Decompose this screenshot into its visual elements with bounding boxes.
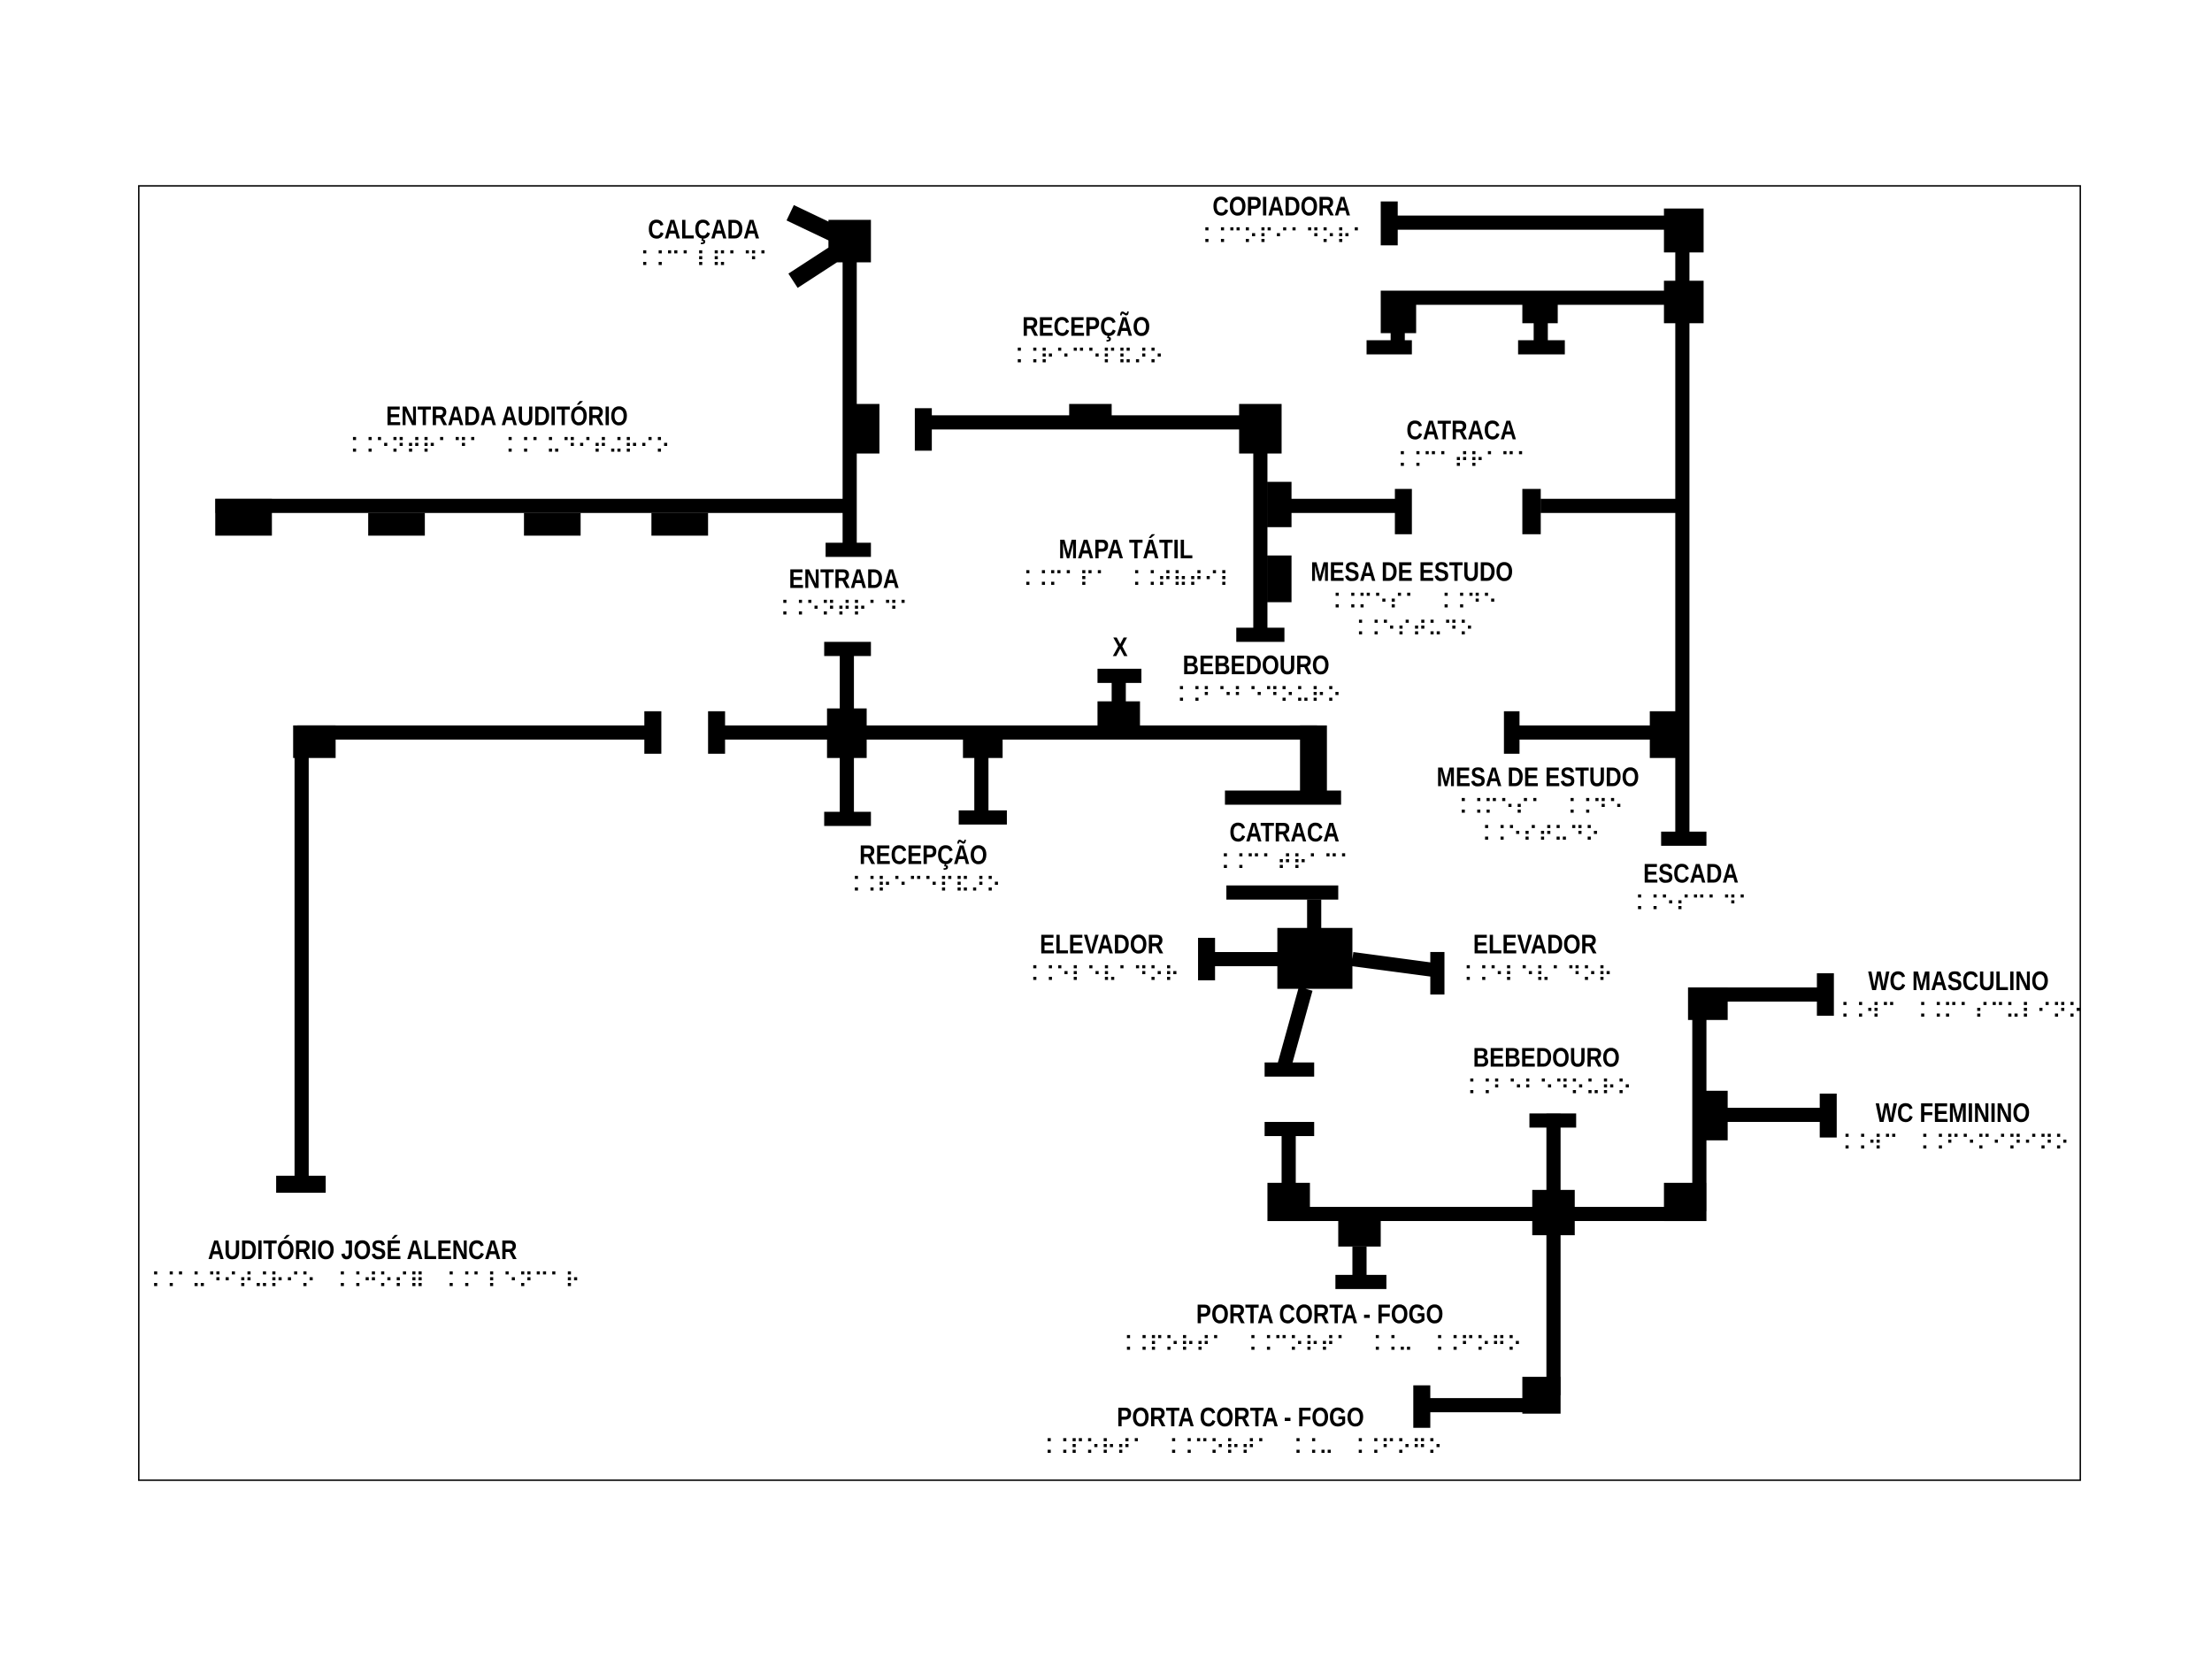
marker — [1267, 555, 1292, 603]
label-auditorio: AUDITÓRIO JOSÉ ALENCAR — [208, 1235, 518, 1265]
end-bar — [914, 408, 933, 451]
end-bar — [1225, 790, 1341, 805]
label-recepcao-bottom: RECEPÇÃO — [859, 841, 987, 871]
braille-entrada: ⠨⠨⠑⠝⠞⠗⠁⠙⠁ — [774, 597, 914, 622]
path-line — [786, 204, 854, 250]
end-bar — [1335, 1274, 1386, 1289]
node — [1097, 701, 1141, 733]
end-bar — [644, 710, 662, 754]
end-bar — [276, 1175, 326, 1194]
marker — [651, 512, 709, 536]
node — [826, 708, 867, 758]
end-bar — [1394, 488, 1412, 534]
label-mesa-estudo-2: MESA DE ESTUDO — [1437, 763, 1640, 793]
label-porta-corta-fogo-1: PORTA CORTA - FOGO — [1196, 1299, 1444, 1329]
end-bar — [1522, 488, 1541, 534]
label-bebedouro-1: BEBEDOURO — [1183, 650, 1330, 680]
end-bar — [1413, 1385, 1431, 1428]
end-bar — [1380, 201, 1398, 246]
end-bar — [1097, 668, 1142, 683]
node — [1522, 297, 1558, 324]
end-bar — [824, 641, 872, 657]
node — [1532, 1189, 1575, 1236]
braille-recepcao-top: ⠨⠨⠗⠑⠉⠑⠏⠯⠜⠕ — [1009, 345, 1164, 370]
braille-catraca-bottom: ⠨⠨⠉⠁⠞⠗⠁⠉⠁ — [1215, 850, 1355, 875]
braille-calcada: ⠨⠨⠉⠁⠇⠯⠁⠙⠁ — [634, 247, 773, 272]
end-bar — [1661, 831, 1707, 846]
label-elevador-left: ELEVADOR — [1040, 929, 1164, 959]
end-bar — [1236, 627, 1285, 642]
label-wc-masculino: WC MASCULINO — [1868, 966, 2048, 996]
path-line — [1277, 987, 1313, 1068]
label-catraca-top: CATRACA — [1407, 415, 1517, 445]
braille-bebedouro-2: ⠨⠨⠃⠑⠃⠑⠙⠕⠥⠗⠕ — [1461, 1076, 1632, 1101]
braille-escada: ⠨⠨⠑⠎⠉⠁⠙⠁ — [1629, 892, 1754, 917]
map-labels: CALÇADA ⠨⠨⠉⠁⠇⠯⠁⠙⠁ COPIADORA ⠨⠨⠉⠕⠏⠊⠁⠙⠕⠗⠁ RECE… — [145, 192, 2083, 1461]
label-x-marker: X — [1112, 632, 1127, 662]
node — [1338, 1214, 1381, 1247]
braille-porta-corta-fogo-2: ⠨⠨⠏⠕⠗⠞⠁⠀⠨⠨⠉⠕⠗⠞⠁⠀⠨⠨⠤⠀⠨⠨⠋⠕⠛⠕ — [1039, 1435, 1443, 1460]
braille-bebedouro-1: ⠨⠨⠃⠑⠃⠑⠙⠕⠥⠗⠕ — [1171, 683, 1341, 708]
end-bar — [1503, 710, 1520, 754]
label-copiadora: COPIADORA — [1212, 192, 1350, 222]
end-bar — [1226, 885, 1339, 900]
end-bar — [958, 810, 1007, 825]
marker — [849, 403, 879, 454]
end-bar — [826, 542, 872, 557]
marker — [524, 512, 581, 536]
label-entrada-auditorio: ENTRADA AUDITÓRIO — [386, 401, 627, 431]
end-bar — [824, 811, 872, 826]
marker — [1069, 403, 1112, 423]
marker — [368, 512, 426, 536]
braille-mesa-estudo-2: ⠨⠨⠍⠑⠎⠁⠀⠨⠨⠙⠑ — [1452, 795, 1623, 820]
end-bar — [1816, 972, 1834, 1016]
braille-wc-masculino: ⠨⠨⠺⠉⠀⠨⠨⠍⠁⠎⠉⠥⠇⠊⠝⠕ — [1834, 999, 2083, 1024]
node — [1663, 208, 1704, 253]
braille-elevador-left: ⠨⠨⠑⠇⠑⠧⠁⠙⠕⠗ — [1024, 963, 1179, 987]
path-line — [788, 236, 855, 288]
braille-mesa-estudo-1: ⠨⠨⠍⠑⠎⠁⠀⠨⠨⠙⠑ — [1326, 590, 1497, 615]
braille-porta-corta-fogo-1: ⠨⠨⠏⠕⠗⠞⠁⠀⠨⠨⠉⠕⠗⠞⠁⠀⠨⠨⠤⠀⠨⠨⠋⠕⠛⠕ — [1118, 1332, 1522, 1356]
end-bar — [1264, 1062, 1315, 1077]
end-block — [215, 498, 273, 536]
braille-entrada-auditorio: ⠨⠨⠑⠝⠞⠗⠁⠙⠁⠀⠨⠨⠁⠥⠙⠊⠞⠬⠗⠊⠕ — [343, 434, 670, 459]
braille-mesa-estudo-1: ⠨⠨⠑⠎⠞⠥⠙⠕ — [1349, 617, 1474, 641]
label-escada: ESCADA — [1643, 858, 1739, 888]
corner — [1300, 725, 1327, 794]
end-bar — [1198, 937, 1216, 980]
braille-mapa-tatil: ⠨⠨⠍⠁⠏⠁⠀⠨⠨⠞⠷⠞⠊⠇ — [1017, 567, 1234, 592]
label-calcada: CALÇADA — [648, 214, 759, 244]
braille-catraca-top: ⠨⠨⠉⠁⠞⠗⠁⠉⠁ — [1392, 449, 1532, 473]
end-bar — [1430, 951, 1445, 995]
end-bar — [1366, 340, 1412, 355]
braille-auditorio: ⠨⠨⠁⠥⠙⠊⠞⠬⠗⠊⠕⠀⠨⠨⠚⠕⠎⠿⠀⠨⠨⠁⠇⠑⠝⠉⠁⠗ — [145, 1268, 580, 1293]
end-bar — [708, 710, 726, 754]
label-bebedouro-2: BEBEDOURO — [1473, 1043, 1620, 1073]
label-recepcao-top: RECEPÇÃO — [1022, 312, 1150, 342]
label-catraca-bottom: CATRACA — [1229, 818, 1339, 848]
path-line — [1351, 952, 1439, 978]
node — [1277, 927, 1353, 989]
label-porta-corta-fogo-2: PORTA CORTA - FOGO — [1117, 1402, 1364, 1432]
node — [1649, 710, 1686, 758]
end-bar — [1819, 1093, 1837, 1138]
label-wc-feminino: WC FEMININO — [1876, 1098, 2031, 1128]
label-elevador-right: ELEVADOR — [1473, 929, 1597, 959]
braille-copiadora: ⠨⠨⠉⠕⠏⠊⠁⠙⠕⠗⠁ — [1196, 225, 1367, 250]
braille-mesa-estudo-2: ⠨⠨⠑⠎⠞⠥⠙⠕ — [1476, 822, 1601, 847]
braille-wc-feminino: ⠨⠨⠺⠉⠀⠨⠨⠋⠑⠍⠊⠝⠊⠝⠕ — [1836, 1131, 2070, 1156]
braille-elevador-right: ⠨⠨⠑⠇⠑⠧⠁⠙⠕⠗ — [1457, 963, 1613, 987]
label-mapa-tatil: MAPA TÁTIL — [1059, 534, 1194, 565]
map-frame — [138, 185, 2081, 1481]
braille-recepcao-bottom: ⠨⠨⠗⠑⠉⠑⠏⠯⠜⠕ — [846, 873, 1002, 898]
label-mesa-estudo-1: MESA DE ESTUDO — [1310, 557, 1513, 588]
tactile-paths — [215, 201, 1837, 1428]
label-entrada: ENTRADA — [788, 565, 899, 595]
end-bar — [1517, 340, 1565, 355]
